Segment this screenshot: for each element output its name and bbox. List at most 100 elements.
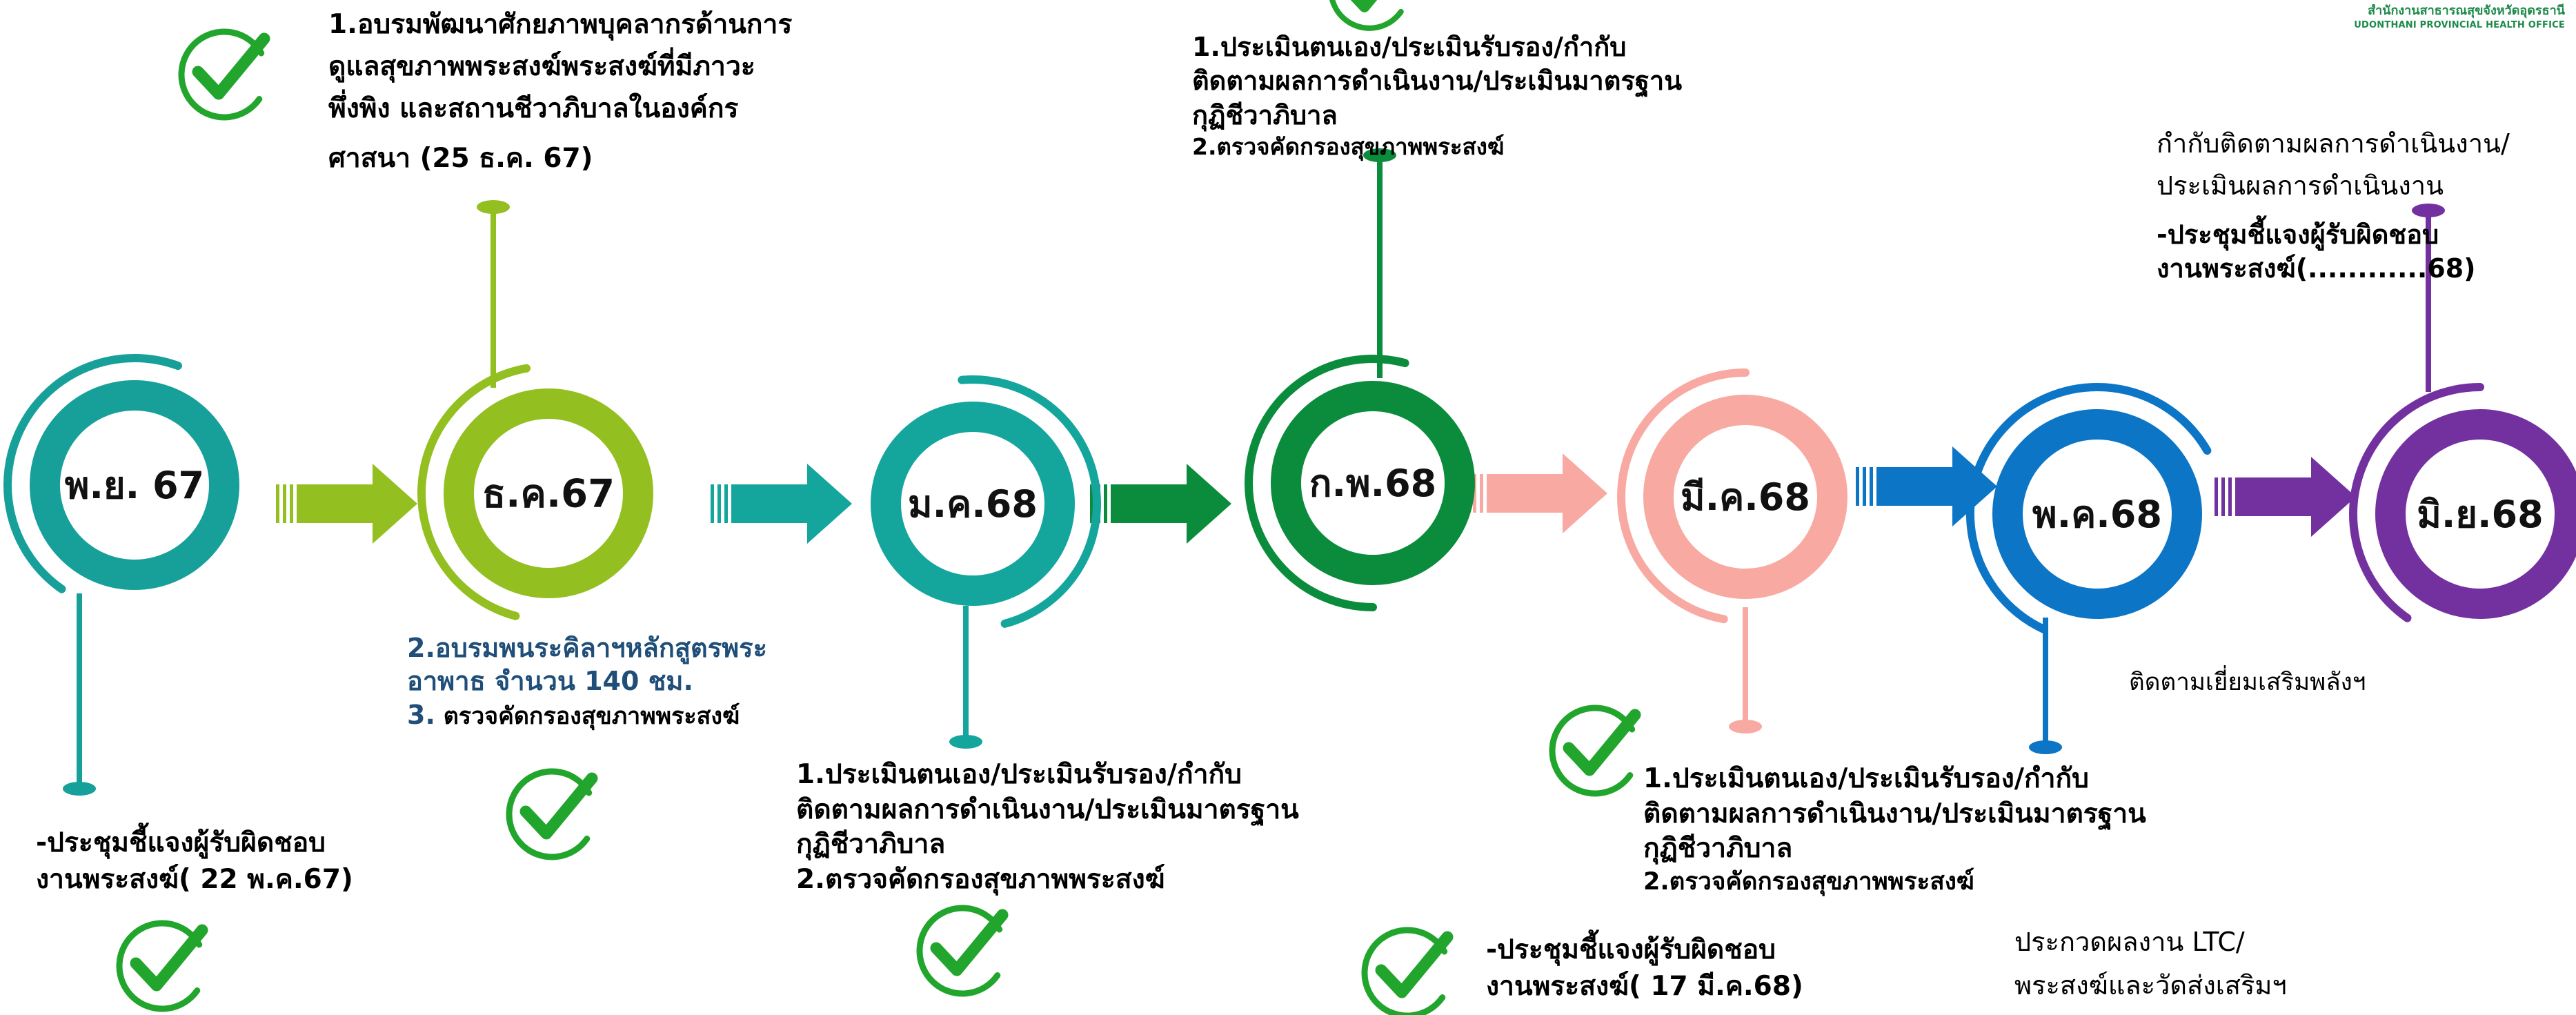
timeline-node: ธ.ค.67 — [417, 364, 653, 620]
note-may-follow: ติดตามเยี่ยมเสริมพลังฯ — [2129, 667, 2366, 698]
checkmark-tick — [1563, 709, 1641, 776]
note-line: ติดตามเยี่ยมเสริมพลังฯ — [2129, 669, 2366, 696]
checkmark-circle — [1329, 0, 1404, 31]
note-line: งานพระสงฆ์( 22 พ.ค.67) — [36, 863, 353, 895]
arrow-stripe — [1480, 474, 1483, 513]
arrow-shape — [2235, 457, 2356, 537]
checkmark-circle — [1361, 927, 1448, 1015]
ring-outer-arc — [417, 364, 531, 620]
checkmark-circle — [178, 28, 265, 121]
timeline-node: พ.ค.68 — [1966, 383, 2212, 633]
note-line: 2.อบรมพนระคิลาฯหลักสูตรพระ — [407, 633, 767, 663]
checkmark-tick — [930, 909, 1009, 976]
note-line: ประกวดผลงาน LTC/ — [2014, 927, 2245, 957]
ring-circle — [2375, 409, 2576, 619]
note-line: กำกับติดตามผลการดำเนินงาน/ — [2157, 128, 2510, 159]
note-contest: ประกวดผลงาน LTC/ พระสงฆ์และวัดส่งเสริมฯ — [2014, 920, 2287, 1007]
checkmark-tick — [1350, 0, 1378, 12]
note-line: กุฏิชีวาภิบาล — [1192, 99, 1338, 130]
month-label: ธ.ค.67 — [482, 472, 615, 517]
checkmark-circle — [1549, 704, 1636, 797]
ring-circle — [1992, 409, 2202, 619]
checkmark-icon — [1329, 0, 1404, 31]
connector-dot — [477, 200, 510, 214]
timeline-node: มี.ค.68 — [1617, 368, 1847, 624]
month-label: ก.พ.68 — [1309, 462, 1436, 505]
checkmark-tick — [192, 32, 270, 100]
arrow-connector — [1466, 453, 1607, 533]
ring-outer-arc — [1245, 355, 1409, 611]
arrow-connector — [711, 464, 852, 544]
arrow-stripe — [283, 484, 286, 523]
note-line: พึ่งพิง และสถานชีวาภิบาลในองค์กร — [328, 92, 739, 124]
note-line: อาพาธ จำนวน 140 ชม. — [407, 666, 693, 697]
ring-circle — [30, 380, 239, 590]
checkmark-tick — [130, 924, 208, 992]
arrow-shape — [1487, 453, 1607, 533]
note-line: พระสงฆ์และวัดส่งเสริมฯ — [2014, 969, 2287, 1001]
arrow-stripe — [1856, 467, 1859, 506]
note-line: ดูแลสุขภาพพระสงฆ์พระสงฆ์ที่มีภาวะ — [328, 50, 755, 82]
ring-outer-arc — [1617, 368, 1750, 624]
note-line: 2.ตรวจคัดกรองสุขภาพพระสงฆ์ — [1192, 133, 1505, 161]
month-label: พ.ย. 67 — [65, 464, 204, 507]
arrow-shape — [297, 464, 417, 544]
logo-english-text: UDONTHANI PROVINCIAL HEALTH OFFICE — [2354, 20, 2565, 30]
checkmark-icon — [1361, 927, 1454, 1015]
note-line: -ประชุมชี้แจงผู้รับผิดชอบ — [36, 827, 326, 858]
arrow-stripe — [1090, 484, 1093, 523]
logo-thai-text: สำนักงานสาธารณสุขจังหวัดอุดรธานี — [2368, 3, 2565, 18]
arrow-stripe — [1473, 474, 1476, 513]
arrow-stripe — [276, 484, 279, 523]
connector-dot — [949, 735, 982, 749]
arrow-stripe — [2221, 477, 2225, 516]
arrow-stripe — [2228, 477, 2232, 516]
timeline-node: ม.ค.68 — [871, 375, 1101, 628]
ring-circle — [1271, 381, 1475, 585]
month-label: ม.ค.68 — [908, 482, 1038, 526]
checkmark-icon — [916, 905, 1009, 997]
note-number: 3. — [407, 699, 435, 730]
note-line: 2.ตรวจคัดกรองสุขภาพพระสงฆ์ — [796, 864, 1165, 896]
checkmark-circle — [916, 905, 1003, 997]
checkmark-tick — [1375, 931, 1454, 998]
note-line: กุฏิชีวาภิบาล — [796, 829, 946, 860]
month-label: มิ.ย.68 — [2417, 493, 2543, 536]
note-jan-bottom: 1.ประเมินตนเอง/ประเมินรับรอง/กำกับ ติดตา… — [796, 758, 1299, 898]
month-label: มี.ค.68 — [1681, 475, 1810, 519]
checkmark-icon — [116, 920, 208, 1012]
note-line: 1.ประเมินตนเอง/ประเมินรับรอง/กำกับ — [796, 759, 1242, 790]
arrow-shape — [1111, 464, 1231, 544]
timeline-node: พ.ย. 67 — [3, 354, 239, 593]
arrow-stripe — [1104, 484, 1107, 523]
note-line: 1.ประเมินตนเอง/ประเมินรับรอง/กำกับ — [1192, 32, 1627, 62]
ring-circle — [871, 402, 1075, 606]
arrow-shape — [731, 464, 852, 544]
note-dec-bottom: 2.อบรมพนระคิลาฯหลักสูตรพระ อาพาธ จำนวน 1… — [407, 631, 767, 731]
arrow-stripe — [1870, 467, 1873, 506]
note-line: 1.ประเมินตนเอง/ประเมินรับรอง/กำกับ — [1643, 763, 2089, 794]
arrow-connector — [2215, 457, 2356, 537]
note-text: ตรวจคัดกรองสุขภาพพระสงฆ์ — [435, 702, 740, 730]
checkmark-icon — [178, 28, 270, 121]
note-line: ติดตามผลการดำเนินงาน/ประเมินมาตรฐาน — [1643, 798, 2146, 829]
ring-outer-arc — [2349, 383, 2484, 622]
note-line: 3. ตรวจคัดกรองสุขภาพพระสงฆ์ — [407, 698, 767, 731]
arrow-stripe — [1863, 467, 1866, 506]
note-line: ประเมินผลการดำเนินงาน — [2157, 170, 2444, 201]
ring-circle — [1643, 395, 1847, 599]
arrow-connector — [1090, 464, 1231, 544]
arrow-connector — [276, 464, 417, 544]
connector-dot — [63, 782, 96, 796]
ring-outer-arc — [3, 354, 182, 593]
ring-circle — [444, 388, 653, 598]
note-line: กุฏิชีวาภิบาล — [1643, 833, 1793, 865]
checkmark-circle — [116, 920, 203, 1012]
note-line: -ประชุมชี้แจงผู้รับผิดชอบ — [1486, 934, 1776, 965]
connector-dot — [2029, 740, 2062, 754]
note-line: ติดตามผลการดำเนินงาน/ประเมินมาตรฐาน — [1192, 66, 1683, 97]
arrow-stripe — [717, 484, 721, 523]
note-line: ศาสนา (25 ธ.ค. 67) — [328, 143, 593, 175]
arrow-stripe — [2215, 477, 2218, 516]
